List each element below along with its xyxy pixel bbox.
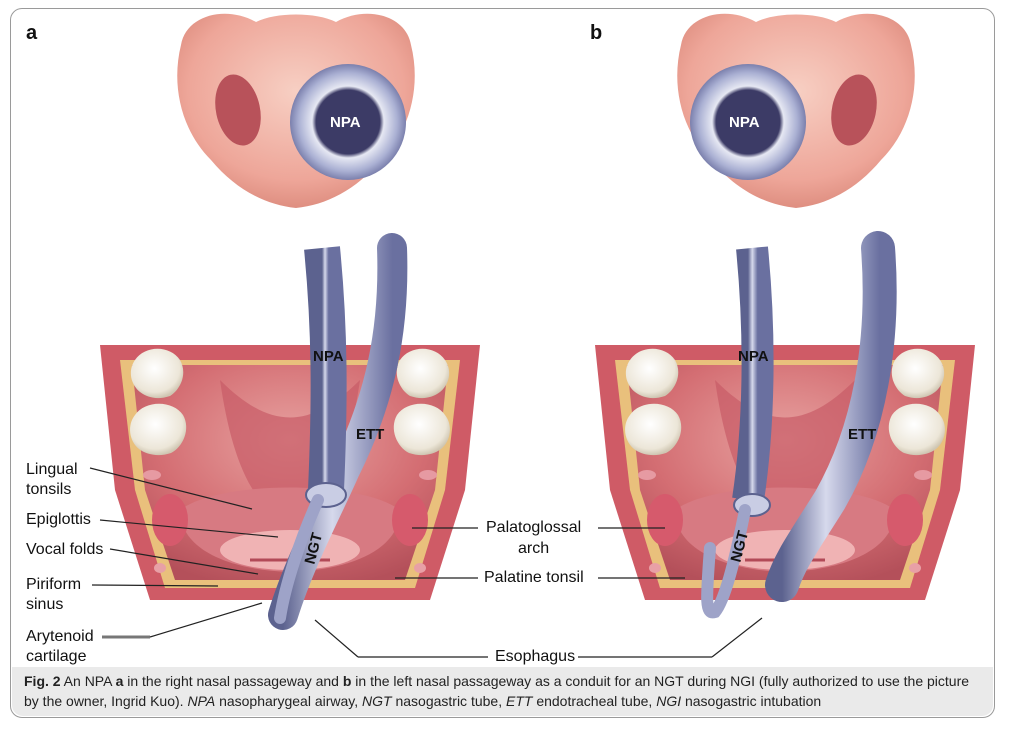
label-arytenoid-cartilage-line1: Arytenoid <box>26 628 94 645</box>
label-palatoglossal-arch-line1: Palatoglossal <box>486 519 582 536</box>
panel-a-npa-label: NPA <box>313 348 344 365</box>
label-palatoglossal-arch-line2: arch <box>518 540 550 557</box>
label-epiglottis: Epiglottis <box>26 511 91 528</box>
panel-b-npa-label: NPA <box>738 348 769 365</box>
figure-caption: Fig. 2 An NPA a in the right nasal passa… <box>24 673 970 709</box>
panel-b-letter: b <box>590 22 603 44</box>
panel-a-nose-npa-label: NPA <box>330 114 361 131</box>
caption-background <box>12 667 993 716</box>
panel-a-letter: a <box>26 22 38 44</box>
label-arytenoid-cartilage-line2: cartilage <box>26 648 87 665</box>
caption-figure-number: Fig. 2 <box>24 673 61 689</box>
panel-b-nose-npa-label: NPA <box>729 114 760 131</box>
panel-b-art <box>593 13 977 619</box>
label-palatine-tonsil: Palatine tonsil <box>484 569 584 586</box>
label-piriform-sinus-line2: sinus <box>26 596 64 613</box>
panel-a-ett-label: ETT <box>356 426 385 443</box>
leader-lines <box>89 467 763 658</box>
panel-b-ett-label: ETT <box>848 426 877 443</box>
label-lingual-tonsils-line2: tonsils <box>26 481 72 498</box>
panel-a-art <box>98 13 482 630</box>
label-vocal-folds: Vocal folds <box>26 541 104 558</box>
label-lingual-tonsils-line1: Lingual <box>26 461 78 478</box>
label-piriform-sinus-line1: Piriform <box>26 576 82 593</box>
label-esophagus: Esophagus <box>495 648 576 665</box>
